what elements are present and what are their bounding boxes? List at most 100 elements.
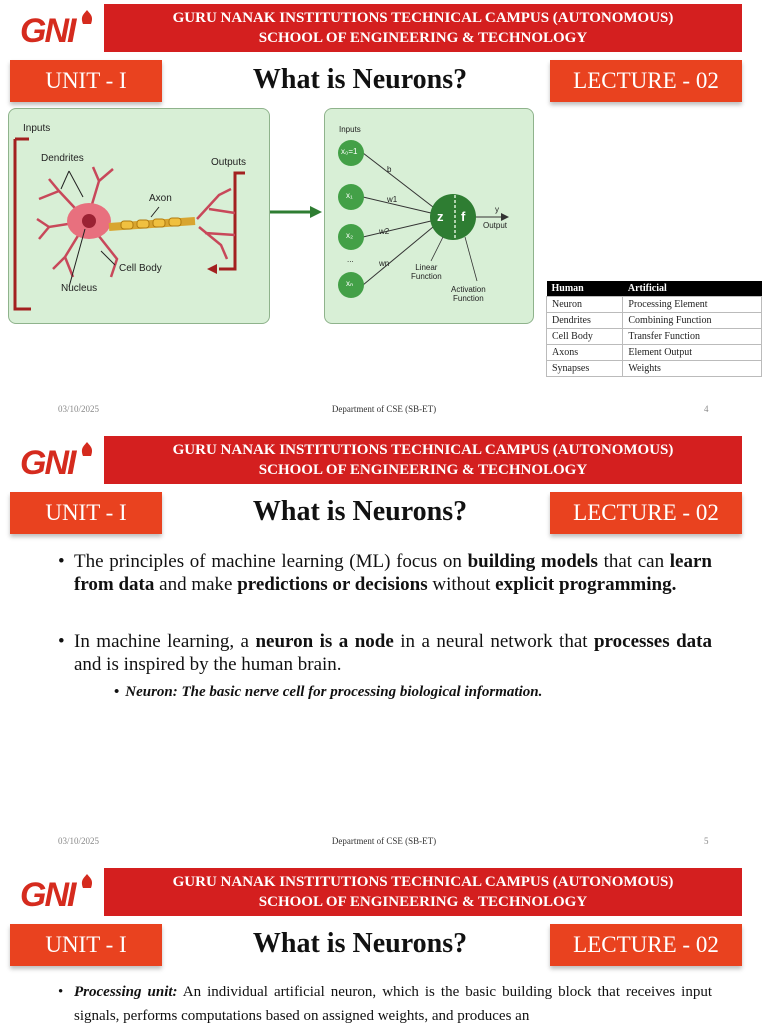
output-label: Output: [483, 221, 508, 230]
bold-run: explicit programming.: [495, 574, 677, 595]
table-header-row: Human Artificial: [546, 281, 762, 297]
bullet-processing-unit: • Processing unit: An individual artific…: [58, 980, 712, 1024]
dendrites-label: Dendrites: [41, 153, 84, 164]
school-name: SCHOOL OF ENGINEERING & TECHNOLOGY: [258, 30, 588, 46]
text-run: in a neural network that: [393, 631, 594, 652]
x1-label: x₁: [346, 191, 353, 200]
wn-label: wn: [379, 259, 390, 268]
table-cell: Weights: [622, 360, 762, 377]
gni-logo: GNI: [20, 10, 102, 50]
bullet-text: In machine learning, a neuron is a node …: [74, 630, 712, 676]
header-banner: GURU NANAK INSTITUTIONS TECHNICAL CAMPUS…: [104, 4, 742, 52]
bio-outputs-label: Outputs: [211, 157, 247, 168]
text-run: The principles of machine learning (ML) …: [74, 551, 468, 572]
flame-icon: [81, 442, 93, 456]
arrow-right-icon: [270, 206, 322, 218]
slide-2: GNI GURU NANAK INSTITUTIONS TECHNICAL CA…: [0, 432, 768, 864]
bullet-text: The principles of machine learning (ML) …: [74, 550, 712, 596]
table-cell: Axons: [545, 344, 624, 361]
logo-text: GNI: [20, 12, 76, 50]
institution-name: GURU NANAK INSTITUTIONS TECHNICAL CAMPUS…: [172, 10, 674, 26]
flame-icon: [81, 874, 93, 888]
footer-page-number: 5: [704, 836, 709, 846]
table-cell: Synapses: [545, 360, 624, 377]
slide-1: GNI GURU NANAK INSTITUTIONS TECHNICAL CA…: [0, 0, 768, 432]
slide-3: GNI GURU NANAK INSTITUTIONS TECHNICAL CA…: [0, 864, 768, 1024]
x0-label: x₀=1: [341, 147, 358, 156]
logo-text: GNI: [20, 444, 76, 482]
header-banner: GURU NANAK INSTITUTIONS TECHNICAL CAMPUS…: [104, 436, 742, 484]
table-cell: Combining Function: [622, 312, 762, 329]
gni-logo: GNI: [20, 442, 102, 482]
school-name: SCHOOL OF ENGINEERING & TECHNOLOGY: [258, 894, 588, 910]
axon-label: Axon: [149, 193, 172, 204]
text-run: that can: [597, 551, 670, 572]
x2-label: x₂: [346, 231, 354, 240]
neuron-illustration: [13, 137, 245, 311]
table-cell: Cell Body: [545, 328, 624, 345]
bio-inputs-label: Inputs: [23, 123, 51, 134]
cell-body-label: Cell Body: [119, 263, 162, 274]
table-cell: Transfer Function: [622, 328, 762, 345]
sub-bullet-text: Neuron: The basic nerve cell for process…: [125, 684, 543, 700]
w2-label: w2: [379, 227, 390, 236]
footer-date: 03/10/2025: [58, 404, 100, 414]
lecture-badge: LECTURE - 02: [550, 60, 742, 102]
logo-text: GNI: [20, 876, 76, 914]
bullet-ml-principles: • The principles of machine learning (ML…: [58, 550, 712, 596]
text-run: In machine learning, a: [74, 631, 256, 652]
unit-badge: UNIT - I: [10, 924, 162, 966]
header-banner: GURU NANAK INSTITUTIONS TECHNICAL CAMPUS…: [104, 868, 742, 916]
unit-badge: UNIT - I: [10, 60, 162, 102]
biological-neuron-diagram: Inputs Dendrites Outputs Axon Cell Body …: [8, 108, 270, 324]
activation-function-label: Activation Function: [451, 285, 486, 303]
xn-label: xₙ: [346, 279, 354, 288]
bias-label: b: [387, 165, 392, 174]
table-header-artificial: Artificial: [622, 281, 762, 297]
institution-name: GURU NANAK INSTITUTIONS TECHNICAL CAMPUS…: [172, 442, 674, 458]
f-label: f: [461, 209, 466, 224]
lecture-badge: LECTURE - 02: [550, 924, 742, 966]
w1-label: w1: [387, 195, 398, 204]
text-run: and is inspired by the human brain.: [74, 654, 342, 675]
y-label: y: [495, 205, 499, 214]
bullet-dot: •: [114, 684, 120, 700]
table-cell: Element Output: [622, 344, 762, 361]
bullet-text: Processing unit: An individual artificia…: [74, 980, 712, 1024]
artificial-neuron-diagram: Inputs x₀=1 x₁ x₂ ... xₙ b w1 w2 wn z f …: [324, 108, 534, 324]
table-cell: Processing Element: [622, 296, 762, 313]
text-run: and make: [154, 574, 238, 595]
dots-label: ...: [347, 255, 354, 264]
unit-badge: UNIT - I: [10, 492, 162, 534]
table-cell: Neuron: [545, 296, 624, 313]
slide-title: What is Neurons?: [252, 928, 468, 959]
nucleus-label: Nucleus: [61, 283, 98, 294]
bold-italic-run: Processing unit:: [74, 984, 178, 1000]
school-name: SCHOOL OF ENGINEERING & TECHNOLOGY: [258, 462, 588, 478]
footer-page-number: 4: [704, 404, 709, 414]
bullet-dot: •: [58, 551, 65, 572]
slide-title: What is Neurons?: [252, 64, 468, 95]
bullet-dot: •: [58, 984, 64, 1000]
lecture-badge: LECTURE - 02: [550, 492, 742, 534]
bold-run: building models: [467, 551, 598, 572]
text-run: An individual artificial neuron, which i…: [74, 984, 712, 1024]
slide-title: What is Neurons?: [252, 496, 468, 527]
table-cell: Dendrites: [545, 312, 624, 329]
footer-department: Department of CSE (SB-ET): [331, 404, 437, 414]
linear-function-label: Linear Function: [411, 263, 442, 281]
bold-run: neuron is a node: [255, 631, 394, 652]
sub-bullet-neuron-definition: • Neuron: The basic nerve cell for proces…: [114, 684, 542, 701]
bold-run: processes data: [593, 631, 712, 652]
footer-department: Department of CSE (SB-ET): [331, 836, 437, 846]
gni-logo: GNI: [20, 874, 102, 914]
ai-inputs-label: Inputs: [339, 125, 361, 134]
footer-date: 03/10/2025: [58, 836, 100, 846]
perceptron-illustration: [338, 140, 509, 298]
